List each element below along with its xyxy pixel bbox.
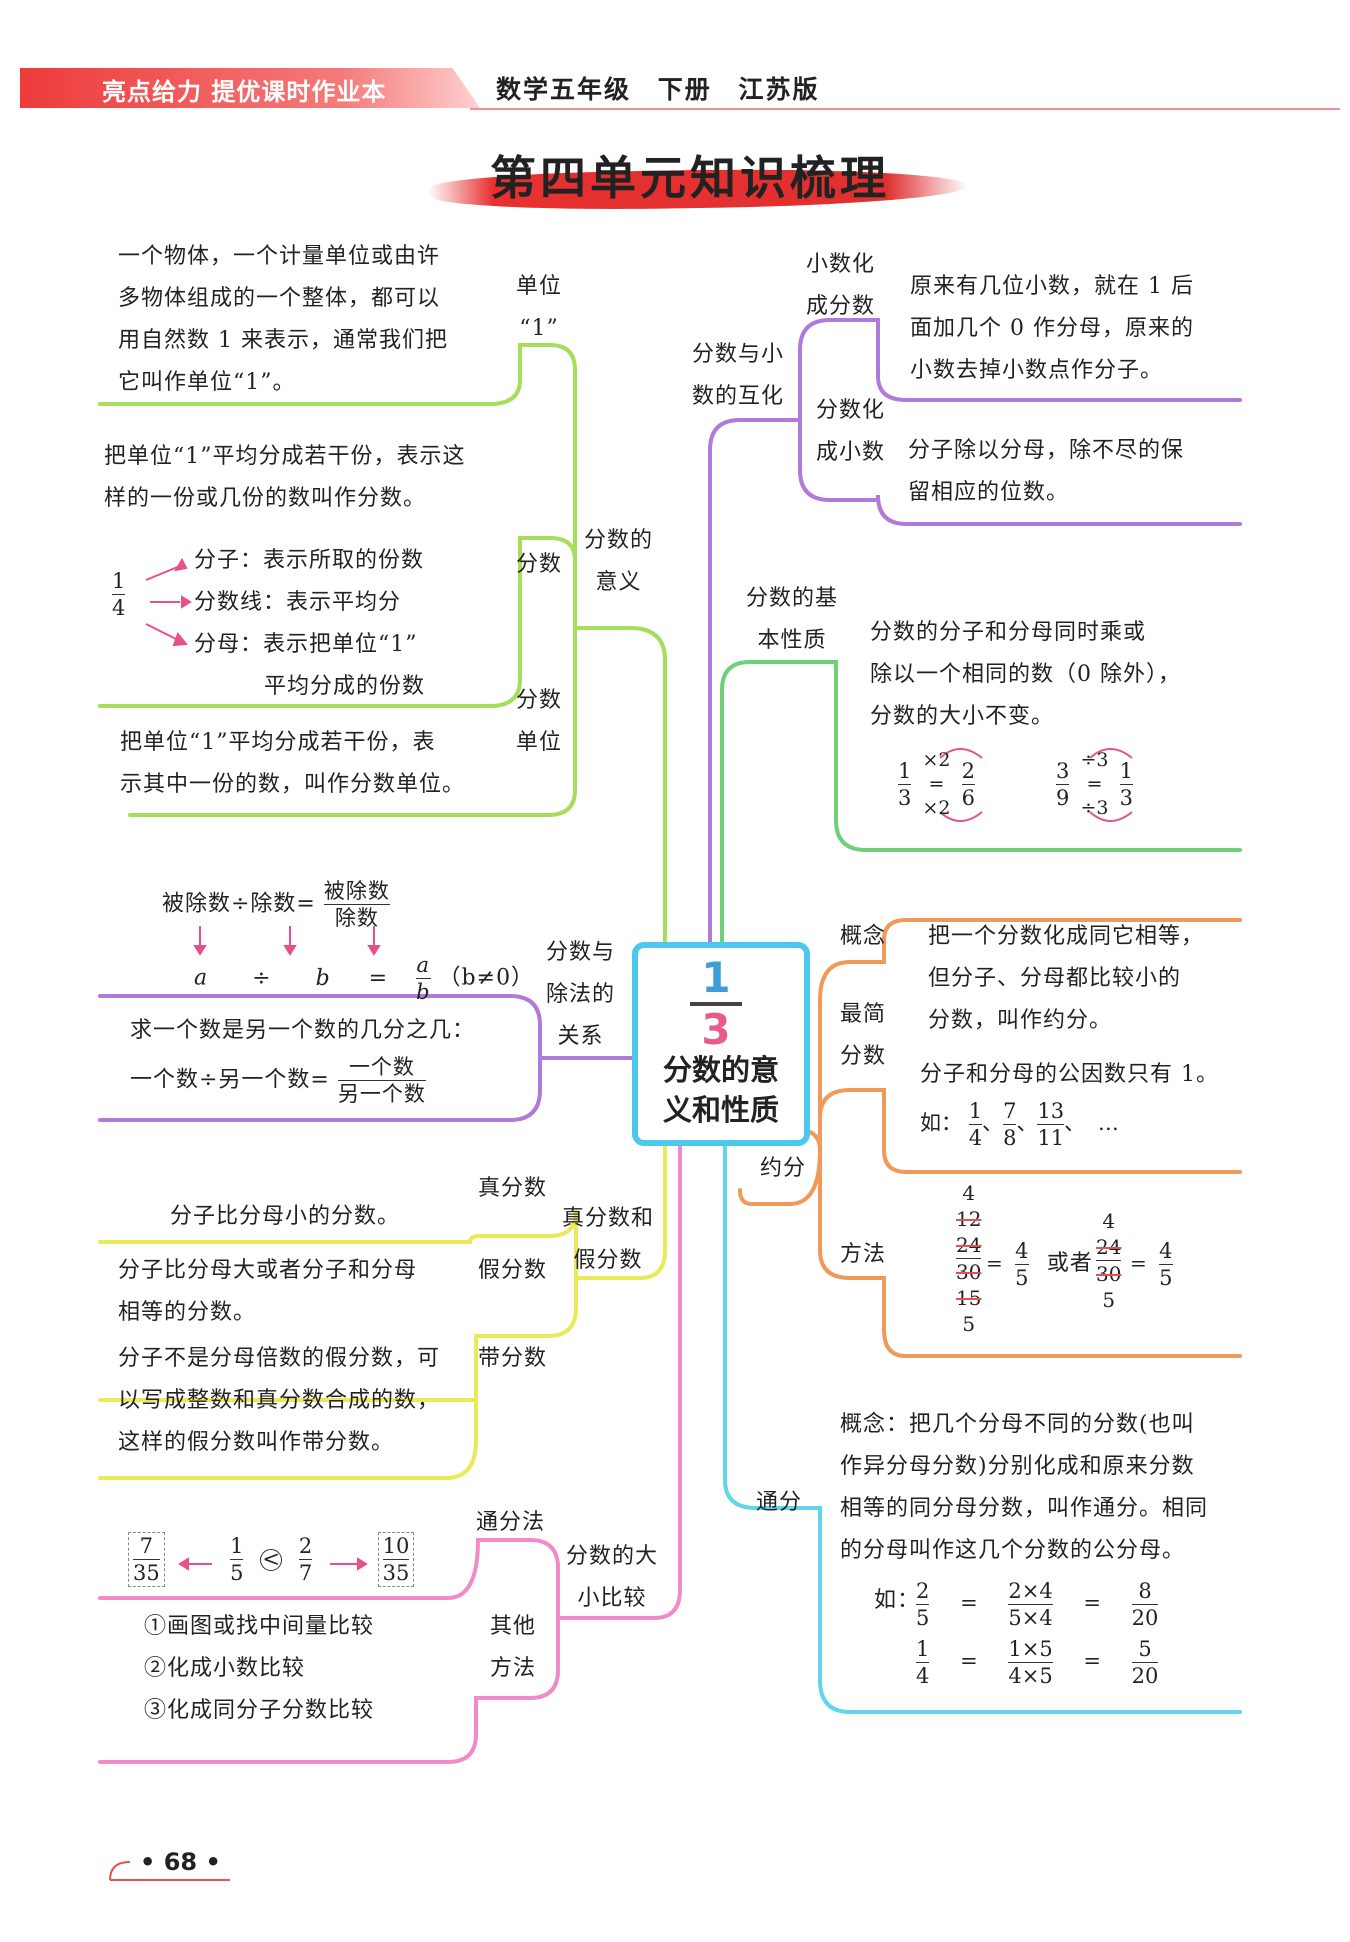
- label-fraction-unit: 分数单位: [516, 688, 563, 755]
- center-topic-box: 1 3 分数的意 义和性质: [632, 942, 810, 1146]
- center-denominator: 3: [701, 1005, 731, 1054]
- header-edition: 江苏版: [738, 75, 820, 104]
- header-volume: 下册: [657, 75, 712, 104]
- branch-label-division: 分数与除法的关系: [546, 940, 616, 1049]
- text-basic-property: 分数的分子和分母同时乘或除以一个相同的数（0 除外），分数的大小不变。: [870, 620, 1181, 729]
- branch-label-common-denominator: 通分: [756, 1490, 803, 1515]
- text-reduce-concept: 把一个分数化成同它相等，但分子、分母都比较小的分数，叫作约分。: [928, 924, 1205, 1033]
- center-numerator: 1: [701, 953, 731, 1002]
- branch-label-proper-improper: 真分数和假分数: [562, 1206, 655, 1273]
- branch-label-meaning: 分数的意义: [584, 528, 654, 595]
- text-fraction-to-decimal: 分子除以分母，除不尽的保留相应的位数。: [908, 438, 1185, 505]
- text-decimal-to-fraction: 原来有几位小数，就在 1 后面加几个 0 作分母，原来的小数去掉小数点作分子。: [910, 274, 1194, 383]
- header-divider: [470, 108, 1340, 110]
- text-mixed: 分子不是分母倍数的假分数，可以写成整数和真分数合成的数，这样的假分数叫作带分数。: [118, 1346, 441, 1455]
- text-unit-one: 一个物体，一个计量单位或由许多物体组成的一个整体，都可以 用自然数 1 来表示，…: [118, 244, 448, 395]
- branch-label-reduce: 约分: [760, 1156, 807, 1181]
- label-common-denominator-method: 通分法: [476, 1510, 546, 1535]
- center-title: 分数的意 义和性质: [662, 1053, 779, 1127]
- branch-label-convert: 分数与小数的互化: [692, 342, 785, 409]
- text-fraction-unit: 把单位“1”平均分成若干份，表示其中一份的数，叫作分数单位。: [120, 730, 466, 797]
- label-simplest-fraction: 最简分数: [840, 1002, 887, 1069]
- text-simplest-fraction: 分子和分母的公因数只有 1。: [920, 1062, 1219, 1087]
- header-book-info: 数学五年级 下册 江苏版: [496, 70, 819, 106]
- label-fraction-to-decimal: 分数化成小数: [816, 398, 886, 465]
- header-subject: 数学五年级: [496, 75, 632, 104]
- text-improper: 分子比分母大或者分子和分母相等的分数。: [118, 1258, 418, 1325]
- header-brand: 亮点给力 提优课时作业本: [102, 78, 387, 106]
- label-mixed: 带分数: [478, 1346, 548, 1371]
- fraction-parts: 分子：表示所取的份数 分数线：表示平均分 分母：表示把单位“1” 平均分成的份数: [194, 548, 426, 699]
- text-proper: 分子比分母小的分数。: [170, 1204, 401, 1229]
- label-reduce-concept: 概念: [840, 924, 887, 949]
- page-number: • 68 •: [140, 1848, 221, 1876]
- text-fraction-definition: 把单位“1”平均分成若干份，表示这样的一份或几份的数叫作分数。: [104, 444, 466, 511]
- page-title: 第四单元知识梳理: [490, 151, 890, 205]
- reduce-method-direct: 4 24 30 5: [1096, 1209, 1122, 1312]
- label-reduce-method: 方法: [840, 1242, 887, 1267]
- branch-label-basic-property: 分数的基本性质: [746, 586, 839, 653]
- branch-label-compare: 分数的大小比较: [566, 1544, 659, 1611]
- label-fraction: 分数: [516, 552, 563, 577]
- label-proper: 真分数: [478, 1176, 548, 1201]
- division-question-formula: 一个数÷另一个数= 一个数另一个数: [130, 1055, 426, 1106]
- label-other-methods: 其他方法: [490, 1614, 537, 1681]
- label-improper: 假分数: [478, 1258, 548, 1283]
- label-unit-one: 单位“1”: [516, 274, 563, 341]
- center-fraction: 1 3: [686, 956, 746, 1052]
- common-example-prefix: 如：: [874, 1588, 921, 1613]
- header-brand-band: 亮点给力 提优课时作业本: [20, 68, 480, 108]
- division-question: 求一个数是另一个数的几分之几：: [130, 1018, 476, 1043]
- division-formula: 被除数÷除数= 被除数除数: [162, 879, 390, 930]
- label-decimal-to-fraction: 小数化成分数: [806, 252, 876, 319]
- text-common-denominator: 概念：把几个分母不同的分数(也叫作异分母分数)分别化成和原来分数相等的同分母分数…: [840, 1412, 1209, 1563]
- reduce-method-stepwise: 4 12 24 30 15 5: [956, 1181, 982, 1336]
